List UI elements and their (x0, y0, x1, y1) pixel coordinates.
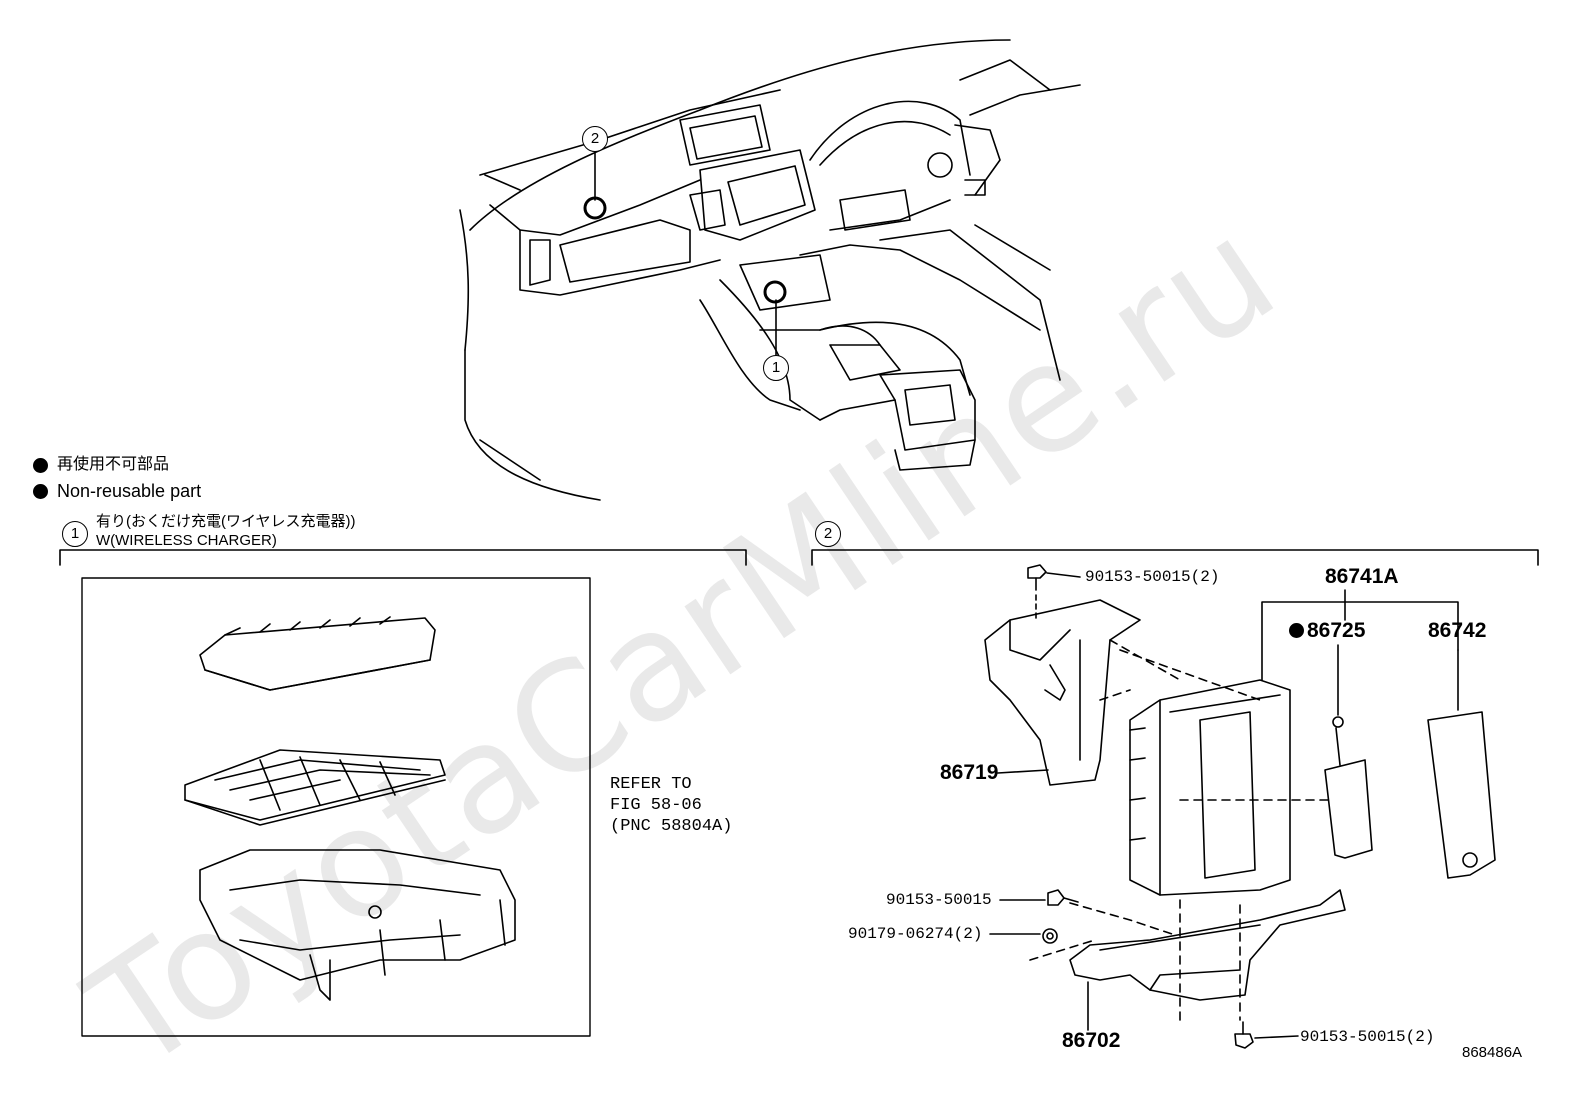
refer-line-1: REFER TO (610, 775, 692, 794)
charger-tray (184, 749, 446, 826)
part-bolt-bottom-label: 90153-50015(2) (1300, 1028, 1435, 1046)
non-reusable-dot-icon (1289, 623, 1304, 638)
part-86742-label: 86742 (1428, 619, 1487, 642)
refer-box (81, 577, 591, 1037)
locator-marker-1: 1 (763, 355, 789, 381)
section1-marker: 1 (62, 521, 88, 547)
refer-line-3: (PNC 58804A) (610, 817, 733, 836)
bracket-86702 (1069, 889, 1346, 1001)
nut-icon (1042, 928, 1058, 944)
ecu-86741A (1129, 679, 1291, 896)
bracket-86719 (984, 599, 1141, 786)
legend-en: Non-reusable part (57, 481, 202, 501)
part-86725-label: 86725 (1307, 619, 1366, 642)
non-reusable-dot-icon (33, 484, 48, 499)
section1-title-en: W(WIRELESS CHARGER) (96, 532, 277, 549)
section1-title-jp: 有り(おくだけ充電(ワイヤレス充電器)) (96, 513, 356, 530)
section1-bracket (59, 549, 747, 566)
part-bolt-mid-label: 90153-50015 (886, 891, 992, 909)
charger-base (199, 849, 516, 1001)
legend-jp: 再使用不可部品 (57, 456, 170, 473)
charger-cover (199, 616, 436, 691)
bolt-mid-icon (1047, 889, 1079, 906)
part-86719-label: 86719 (940, 761, 999, 784)
refer-line-2: FIG 58-06 (610, 796, 702, 815)
bolt-bottom-icon (1234, 1021, 1254, 1049)
non-reusable-dot-icon (33, 458, 48, 473)
pad-86725 (1324, 716, 1373, 859)
locator-dot-1 (763, 280, 787, 304)
bolt-top-icon (1027, 564, 1047, 591)
cover-86742 (1427, 711, 1496, 879)
section2-marker: 2 (815, 521, 841, 547)
part-bolt-top-label: 90153-50015(2) (1085, 568, 1220, 586)
locator-dot-2 (583, 196, 607, 220)
part-86741A-label: 86741A (1325, 565, 1399, 588)
illustration-id: 868486A (1462, 1044, 1523, 1061)
dashboard-illustration (459, 39, 1081, 501)
section2-bracket (811, 549, 1539, 566)
part-86702-label: 86702 (1062, 1029, 1121, 1052)
part-nut-label: 90179-06274(2) (848, 925, 983, 943)
locator-marker-2: 2 (582, 126, 608, 152)
